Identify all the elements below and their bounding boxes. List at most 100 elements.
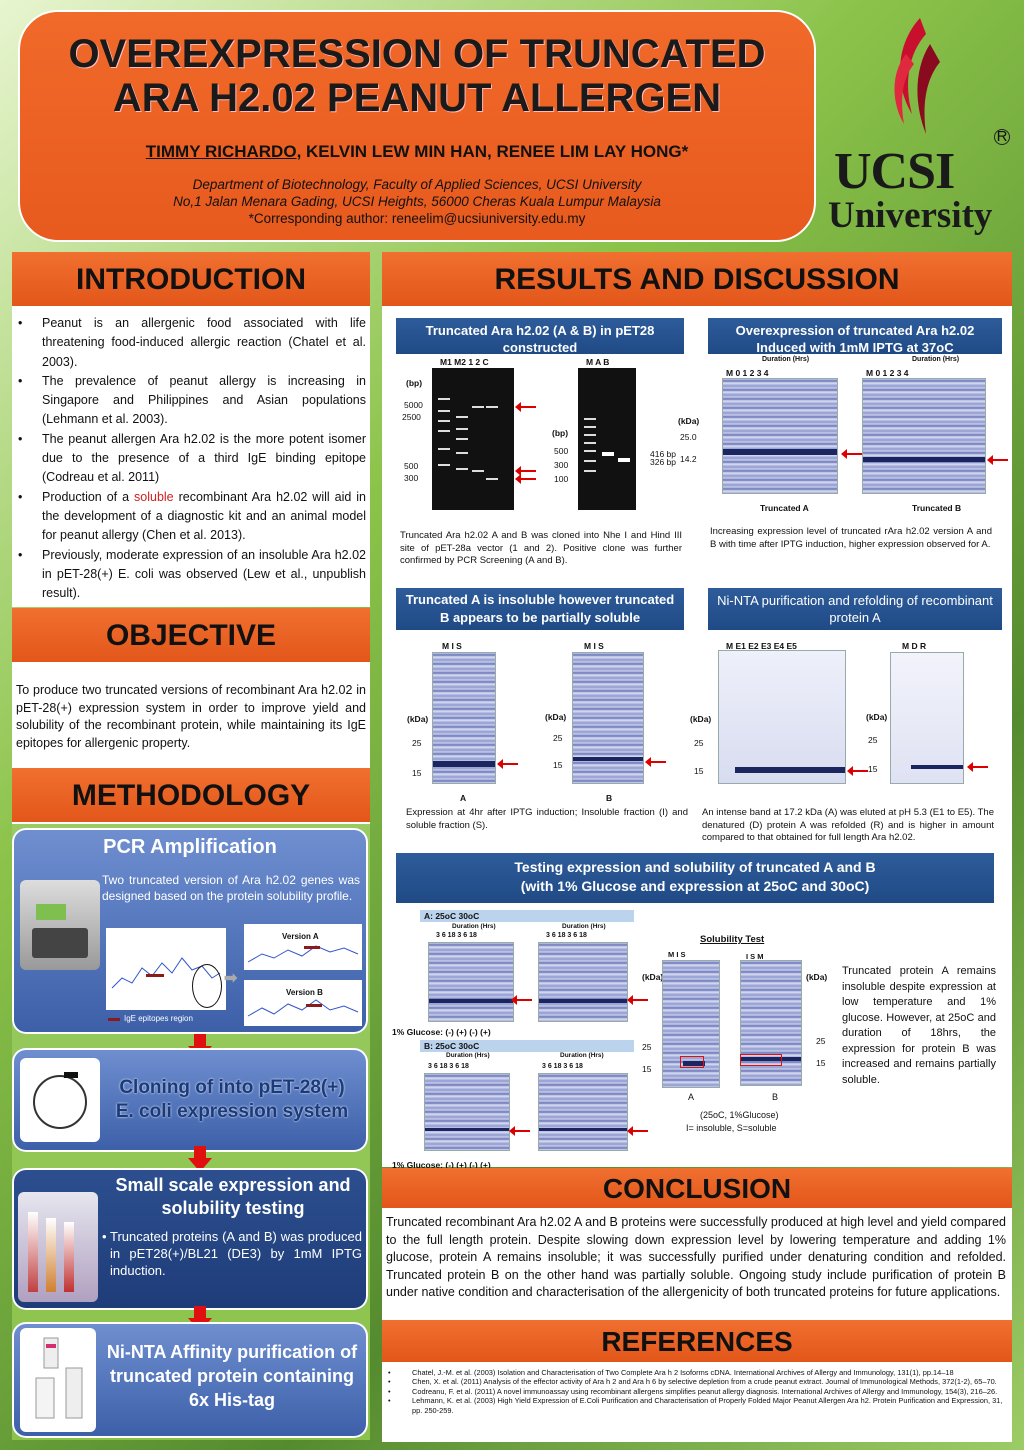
- solubility-condition: (25oC, 1%Glucose): [700, 1110, 779, 1120]
- ige-legend-swatch: [108, 1018, 120, 1021]
- duration-label: Duration (Hrs): [762, 356, 810, 363]
- reference-item: Lehmann, K. et al. (2003) High Yield Exp…: [382, 1396, 1004, 1415]
- kda-label: (kDa): [642, 972, 664, 982]
- objective-text: To produce two truncated versions of rec…: [16, 683, 366, 750]
- hours-labels: 3 6 18 3 6 18: [428, 1063, 469, 1070]
- marker-25: 25: [412, 738, 422, 748]
- objective-heading: OBJECTIVE: [12, 608, 370, 664]
- bp-label-2: (bp): [552, 428, 569, 438]
- solubility-a-lanes: M I S: [668, 950, 686, 959]
- marker-25: 25: [642, 1042, 652, 1052]
- panel2-caption: Increasing expression level of truncated…: [710, 526, 992, 550]
- purification-gel: [718, 650, 846, 784]
- b-temp-bar: [420, 1040, 634, 1052]
- version-a-label: Version A: [282, 932, 319, 941]
- intro-bullet: The prevalence of peanut allergy is incr…: [12, 372, 366, 430]
- introduction-heading: INTRODUCTION: [12, 252, 370, 308]
- sds-page-a: [722, 378, 838, 494]
- affiliation-2: No,1 Jalan Menara Gading, UCSI Heights, …: [173, 194, 661, 209]
- intro-bullet-text: Production of a: [42, 489, 135, 504]
- references-heading: REFERENCES: [382, 1320, 1012, 1364]
- highlight-circle: [192, 964, 222, 1008]
- elution-lanes: M E1 E2 E3 E4 E5: [726, 641, 797, 651]
- panel2-title: Overexpression of truncated Ara h2.02 In…: [708, 318, 1002, 355]
- kda-label: (kDa): [545, 712, 567, 722]
- version-b-label: Version B: [286, 988, 323, 997]
- band-416-label: 416 bp: [650, 449, 676, 459]
- red-arrow-icon: [645, 757, 666, 767]
- truncated-a-label: Truncated A: [760, 503, 809, 513]
- duration-label: Duration (Hrs): [912, 356, 960, 363]
- logo-word-university: University: [828, 195, 993, 236]
- methodology-heading: METHODOLOGY: [12, 768, 370, 824]
- flame-logo-icon: [894, 18, 940, 134]
- highlight-box: [740, 1054, 782, 1066]
- solubility-test-gel-a: [662, 960, 720, 1088]
- results-heading: RESULTS AND DISCUSSION: [382, 252, 1012, 308]
- red-arrow-icon: [515, 402, 536, 412]
- gel-a-label: A: [688, 1092, 695, 1102]
- marker-15: 15: [694, 766, 704, 776]
- red-arrow-icon: [967, 762, 988, 772]
- glucose-labels-b: 1% Glucose: (-) (+) (-) (+): [392, 1160, 491, 1170]
- references-section: REFERENCES Chatel, J.-M. et al. (2003) I…: [382, 1320, 1012, 1442]
- red-arrow-icon: [627, 1126, 648, 1136]
- small-scale-title: Small scale expression and solubility te…: [115, 1175, 351, 1218]
- panel5-title-line1: Testing expression and solubility of tru…: [514, 859, 876, 875]
- authors: TIMMY RICHARDO, KELVIN LEW MIN HAN, RENE…: [20, 142, 814, 162]
- column-image: [20, 1328, 96, 1432]
- refold-gel: [890, 652, 964, 784]
- duration-label: Duration (Hrs): [452, 923, 496, 930]
- duration-label: Duration (Hrs): [560, 1052, 604, 1059]
- gel-b-label: B: [606, 793, 613, 803]
- cloning-title: Cloning of into pET-28(+)E. coli express…: [102, 1076, 362, 1124]
- pcr-box: PCR Amplification Two truncated version …: [12, 828, 368, 1034]
- highlight-box: [680, 1056, 704, 1068]
- panel5-text: Truncated protein A remains insoluble de…: [842, 965, 996, 1086]
- pcr-text: Two truncated version of Ara h2.02 genes…: [102, 873, 360, 903]
- small-scale-text-body: Truncated proteins (A and B) was produce…: [110, 1229, 362, 1278]
- solubility-gel-b: [572, 652, 644, 784]
- gel-a-30c: [538, 942, 628, 1022]
- dna-gel-1: [432, 368, 514, 510]
- panel3-caption: Expression at 4hr after IPTG induction; …: [406, 807, 688, 831]
- conclusion-section: CONCLUSION Truncated recombinant Ara h2.…: [382, 1168, 1012, 1320]
- intro-bullet: The peanut allergen Ara h2.02 is the mor…: [12, 430, 366, 488]
- marker-15: 15: [816, 1058, 826, 1068]
- refold-lanes: M D R: [902, 641, 927, 651]
- introduction-list: Peanut is an allergenic food associated …: [12, 308, 370, 603]
- test-tubes-image: [18, 1192, 98, 1302]
- marker-25: 25.0: [680, 432, 697, 442]
- marker-15: 15: [412, 768, 422, 778]
- conclusion-text: Truncated recombinant Ara h2.02 A and B …: [386, 1215, 1006, 1299]
- solubility-gel-a: [432, 652, 496, 784]
- marker-5000: 5000: [404, 400, 423, 410]
- red-arrow-icon: [841, 449, 862, 459]
- small-scale-text: •Truncated proteins (A and B) was produc…: [102, 1228, 362, 1279]
- glucose-labels-a: 1% Glucose: (-) (+) (-) (+): [392, 1027, 491, 1037]
- hours-labels: 3 6 18 3 6 18: [436, 932, 477, 939]
- marker-25: 25: [816, 1036, 826, 1046]
- bullet-dot: •: [102, 1229, 107, 1244]
- marker-15: 15: [868, 764, 878, 774]
- ni-nta-box: Ni-NTA Affinity purification of truncate…: [12, 1322, 368, 1438]
- version-b-plot: Version B: [244, 980, 362, 1026]
- objective-section: OBJECTIVE To produce two truncated versi…: [12, 608, 370, 768]
- sds-page-b: [862, 378, 986, 494]
- gel1-lane-labels: M1 M2 1 2 C: [440, 357, 489, 367]
- corresponding-author: *Corresponding author: reneelim@ucsiuniv…: [248, 211, 586, 226]
- panel5-title-line2: (with 1% Glucose and expression at 25oC …: [520, 878, 870, 894]
- band-326-label: 326 bp: [650, 457, 676, 467]
- intro-bullet: Previously, moderate expression of an in…: [12, 546, 366, 604]
- pcr-machine-image: [20, 880, 100, 970]
- first-author: TIMMY RICHARDO: [145, 142, 297, 161]
- red-arrow-icon: [515, 474, 536, 484]
- cloning-box: Cloning of into pET-28(+)E. coli express…: [12, 1048, 368, 1152]
- marker-300: 300: [404, 473, 419, 483]
- solubility-a-lanes: M I S: [442, 641, 462, 651]
- poster-title-line1: OVEREXPRESSION OF TRUNCATED: [68, 32, 766, 76]
- solubility-test-label: Solubility Test: [700, 934, 765, 945]
- solubility-legend: I= insoluble, S=soluble: [686, 1123, 777, 1133]
- reference-item: Codreanu, F. et al. (2011) A novel immun…: [382, 1387, 1004, 1397]
- marker-25: 25: [553, 733, 563, 743]
